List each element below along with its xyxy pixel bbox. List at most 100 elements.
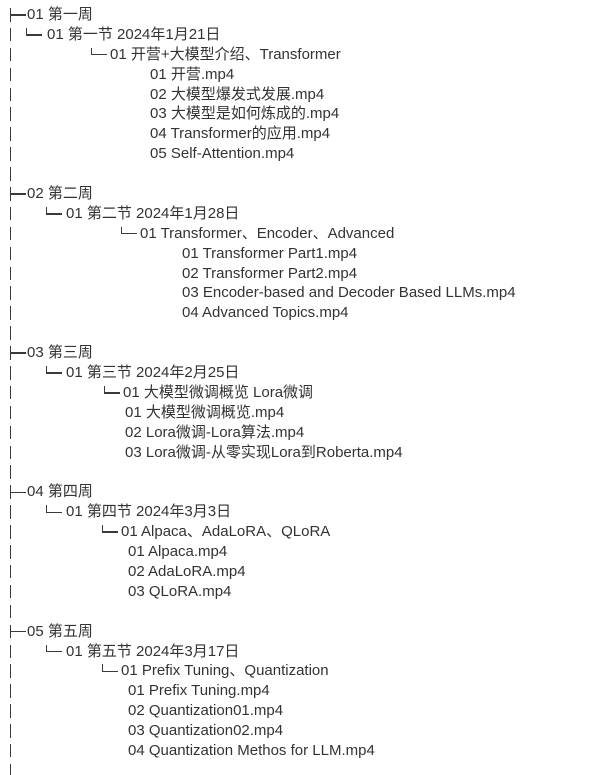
video-file-row: 04 Advanced Topics.mp4: [0, 303, 611, 323]
tree-pipe-icon: [10, 303, 28, 323]
tree-corner-icon: [104, 383, 122, 403]
topic-row: 01 Alpaca、AdaLoRA、QLoRA: [0, 522, 611, 542]
video-file-name: 02 Quantization01.mp4: [128, 702, 284, 720]
tree-pipe-icon: [10, 462, 28, 482]
tree-corner-icon: [102, 522, 120, 542]
video-file-name: 05 Self-Attention.mp4: [150, 145, 295, 163]
week-label: 02 第二周: [27, 185, 93, 203]
video-file-row: 01 Alpaca.mp4: [0, 542, 611, 562]
video-file-row: 02 大模型爆发式发展.mp4: [0, 85, 611, 105]
video-file-name: 04 Transformer的应用.mp4: [150, 125, 331, 143]
week-label: 05 第五周: [27, 622, 93, 640]
tree-corner-icon: [26, 25, 44, 45]
tree-branch-icon: [10, 5, 28, 25]
topic-row: 01 大模型微调概览 Lora微调: [0, 383, 611, 403]
week-row: 05 第五周: [0, 622, 611, 642]
video-file-name: 03 大模型是如何炼成的.mp4: [150, 105, 340, 123]
tree-pipe-icon: [10, 443, 28, 463]
video-file-row: 01 开营.mp4: [0, 65, 611, 85]
tree-pipe-icon: [10, 164, 28, 184]
tree-branch-icon: [10, 184, 28, 204]
tree-pipe-icon: [10, 104, 28, 124]
spacer-row: [0, 602, 611, 622]
video-file-name: 03 Lora微调-从零实现Lora到Roberta.mp4: [125, 443, 403, 461]
tree-pipe-icon: [10, 244, 28, 264]
video-file-row: 05 Self-Attention.mp4: [0, 144, 611, 164]
week-row: 04 第四周: [0, 482, 611, 502]
tree-pipe-icon: [10, 85, 28, 105]
tree-pipe-icon: [10, 45, 28, 65]
tree-pipe-icon: [10, 264, 28, 284]
tree-corner-icon: [46, 502, 64, 522]
video-file-row: 02 Quantization01.mp4: [0, 701, 611, 721]
tree-pipe-icon: [10, 721, 28, 741]
tree-pipe-icon: [10, 323, 28, 343]
video-file-row: 03 Quantization02.mp4: [0, 721, 611, 741]
video-file-name: 01 Transformer Part1.mp4: [182, 244, 358, 262]
week-row: 02 第二周: [0, 184, 611, 204]
video-file-row: 03 Lora微调-从零实现Lora到Roberta.mp4: [0, 443, 611, 463]
session-label: 01 第三节 2024年2月25日: [66, 364, 240, 382]
tree-pipe-icon: [10, 124, 28, 144]
tree-corner-icon: [46, 642, 64, 662]
tree-corner-icon: [91, 45, 109, 65]
tree-pipe-icon: [10, 681, 28, 701]
tree-pipe-icon: [10, 562, 28, 582]
tree-branch-icon: [10, 622, 28, 642]
video-file-row: 02 Lora微调-Lora算法.mp4: [0, 423, 611, 443]
tree-pipe-icon: [10, 522, 28, 542]
video-file-row: 02 Transformer Part2.mp4: [0, 264, 611, 284]
spacer-row: [0, 164, 611, 184]
session-label: 01 第五节 2024年3月17日: [66, 642, 240, 660]
topic-row: 01 开营+大模型介绍、Transformer: [0, 45, 611, 65]
tree-pipe-icon: [10, 502, 28, 522]
week-label: 01 第一周: [27, 6, 93, 23]
tree-pipe-icon: [10, 383, 28, 403]
video-file-name: 03 QLoRA.mp4: [128, 582, 232, 600]
tree-pipe-icon: [10, 25, 28, 45]
topic-label: 01 大模型微调概览 Lora微调: [123, 383, 314, 401]
session-label: 01 第一节 2024年1月21日: [47, 25, 221, 43]
video-file-name: 03 Encoder-based and Decoder Based LLMs.…: [182, 284, 516, 302]
session-row: 01 第五节 2024年3月17日: [0, 642, 611, 662]
video-file-name: 02 Transformer Part2.mp4: [182, 264, 358, 282]
video-file-row: 02 AdaLoRA.mp4: [0, 562, 611, 582]
video-file-row: 01 大模型微调概览.mp4: [0, 403, 611, 423]
tree-corner-icon: [46, 363, 64, 383]
video-file-row: 03 Encoder-based and Decoder Based LLMs.…: [0, 283, 611, 303]
session-row: 01 第三节 2024年2月25日: [0, 363, 611, 383]
tree-pipe-icon: [10, 701, 28, 721]
video-file-name: 01 Prefix Tuning.mp4: [128, 682, 270, 700]
tree-pipe-icon: [10, 403, 28, 423]
session-row: 01 第二节 2024年1月28日: [0, 204, 611, 224]
week-row: 01 第一周: [0, 5, 611, 25]
video-file-name: 02 大模型爆发式发展.mp4: [150, 85, 325, 103]
video-file-name: 01 大模型微调概览.mp4: [125, 403, 285, 421]
tree-pipe-icon: [10, 741, 28, 761]
tree-pipe-icon: [10, 582, 28, 602]
session-label: 01 第四节 2024年3月3日: [66, 503, 232, 521]
session-label: 01 第二节 2024年1月28日: [66, 204, 240, 222]
topic-label: 01 Transformer、Encoder、Advanced: [140, 224, 395, 242]
video-file-name: 02 Lora微调-Lora算法.mp4: [125, 423, 305, 441]
tree-pipe-icon: [10, 423, 28, 443]
video-file-name: 01 开营.mp4: [150, 65, 235, 83]
tree-branch-icon: [10, 482, 28, 502]
topic-row: 01 Prefix Tuning、Quantization: [0, 661, 611, 681]
video-file-row: 01 Prefix Tuning.mp4: [0, 681, 611, 701]
video-file-row: 03 大模型是如何炼成的.mp4: [0, 104, 611, 124]
video-file-name: 03 Quantization02.mp4: [128, 722, 284, 740]
tree-pipe-icon: [10, 65, 28, 85]
video-file-name: 02 AdaLoRA.mp4: [128, 562, 246, 580]
topic-label: 01 Prefix Tuning、Quantization: [121, 662, 329, 680]
tree-corner-icon: [102, 661, 120, 681]
tree-pipe-icon: [10, 224, 28, 244]
session-row: 01 第四节 2024年3月3日: [0, 502, 611, 522]
spacer-row: [0, 462, 611, 482]
video-file-row: 03 QLoRA.mp4: [0, 582, 611, 602]
week-label: 04 第四周: [27, 483, 93, 501]
video-file-row: 04 Transformer的应用.mp4: [0, 124, 611, 144]
session-row: 01 第一节 2024年1月21日: [0, 25, 611, 45]
tree-corner-icon: [121, 224, 139, 244]
